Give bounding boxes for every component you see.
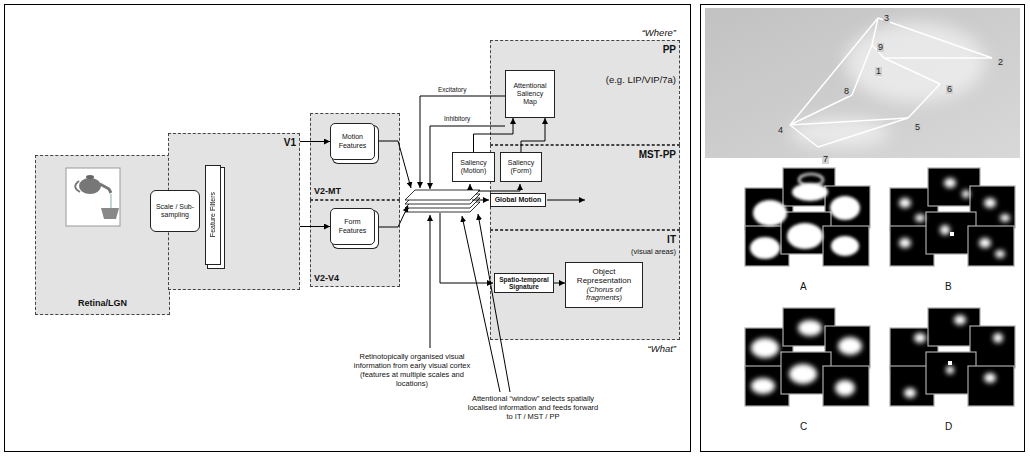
process-box: Attentional Saliency Map [505,70,555,118]
region-label: V2-V4 [314,273,396,284]
process-box: Global Motion [490,193,546,207]
annotation: Excitatory [438,86,467,93]
connector-arrow [300,226,330,227]
panel-letter: B [945,281,952,292]
label-holder: A [800,281,807,292]
area-region: “Where”PP(e.g. LIP/VIP/7a)Attentional Sa… [490,40,680,145]
label-holder: 5 [914,116,921,134]
callout-number: 5 [914,123,921,132]
label-holder: 9 [877,36,884,54]
label-holder: D [945,421,952,432]
panel-letter: A [800,281,807,292]
box-text: Object Representation [569,267,639,285]
area-region: IT(visual areas)“What”Spatio-temporal Si… [490,230,680,340]
region-label: (visual areas) [494,247,676,256]
region-label: Retina/LGN [39,298,166,309]
label-holder: 8 [843,80,850,98]
process-box: Saliency (Motion) [452,152,495,182]
connector-arrow [554,283,565,284]
region-label: IT [494,234,676,246]
panel-letter: D [945,421,952,432]
label-holder: 6 [946,78,953,96]
box-text: Attentional Saliency Map [509,82,551,106]
label-holder: 2 [997,51,1004,69]
callout-number: 8 [843,87,850,96]
annotation: Attentional “window” selects spatially l… [466,394,600,421]
region-label: V1 [172,137,296,149]
feature-box: Motion Features [330,123,375,160]
region-label: PP [494,44,676,56]
label-holder: 4 [777,119,784,137]
filter-bar: Feature Filters [205,165,221,265]
region-label: “What” [494,343,676,354]
callout-number: 6 [946,85,953,94]
region-label: V2-MT [314,186,396,197]
label-holder: 3 [883,7,890,25]
callout-number: 2 [997,58,1004,67]
annotation: Retinotopically organised visual informa… [353,352,471,388]
label-holder: Excitatory [438,86,467,93]
box-text: Saliency (Motion) [456,159,491,175]
process-box: Object Representation(Chorus of fragment… [565,262,643,308]
callout-number: 9 [877,43,884,52]
process-box: Spatio-temporal Signature [494,273,554,293]
callout-number: 1 [875,67,882,76]
annotation: Inhibitory [444,115,470,122]
process-box: Scale / Sub-sampling [150,190,200,232]
callout-number: 7 [822,155,829,164]
callout-number: 4 [777,126,784,135]
label-holder: Retinotopically organised visual informa… [353,352,471,388]
callout-number: 3 [883,14,890,23]
box-text: (Chorus of fragments) [569,286,639,303]
region-label: “Where” [494,27,676,38]
box-text: Motion Features [334,133,371,149]
box-text: Global Motion [493,196,543,204]
area-region: MST-PPSaliency (Form)Global Motion [490,145,680,230]
connector-arrow [300,141,330,142]
label-holder: 7 [822,148,829,166]
label-holder: Inhibitory [444,115,470,122]
label-holder: C [800,421,807,432]
feature-box: Form Features [330,208,375,245]
label-holder: B [945,281,952,292]
area-region: V2-V4 Form Features [310,200,400,287]
label-holder: 1 [875,60,882,78]
box-text: Spatio-temporal Signature [497,276,551,291]
panel-letter: C [800,421,807,432]
process-box: Saliency (Form) [500,152,542,182]
box-text: Saliency (Form) [504,159,538,175]
area-region: V2-MT Motion Features [310,113,400,200]
label-holder: Attentional “window” selects spatially l… [466,394,600,421]
box-text: Scale / Sub-sampling [154,203,196,219]
box-text: Form Features [334,218,371,234]
box-text: Feature Filters [209,192,217,237]
